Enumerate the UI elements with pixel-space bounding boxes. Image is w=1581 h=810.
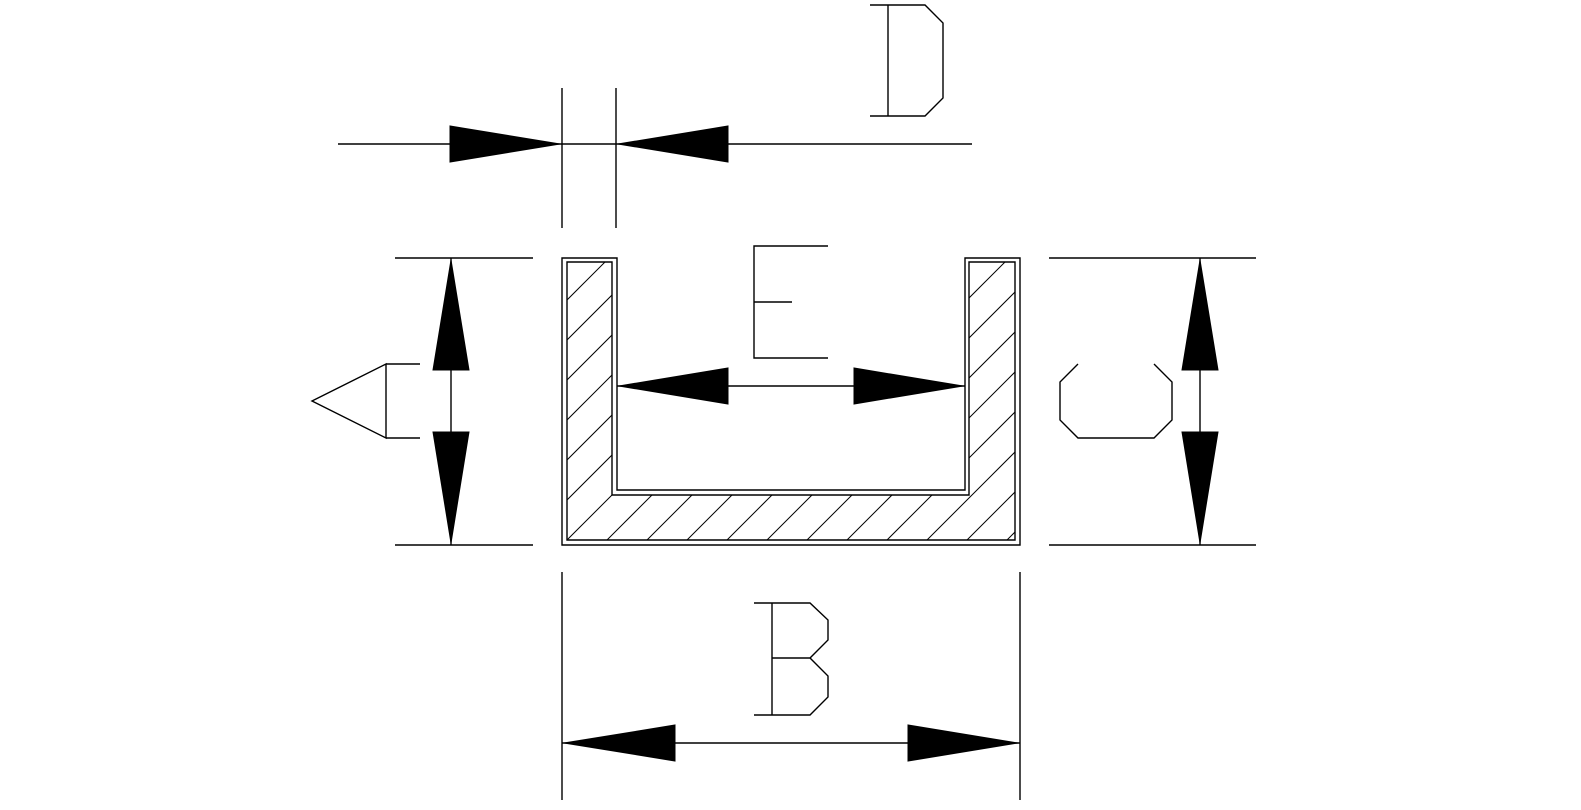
arrowhead-right xyxy=(907,724,1019,762)
arrowhead-right xyxy=(449,125,561,163)
label-c: C xyxy=(1110,400,1111,402)
label-b: B xyxy=(790,659,791,661)
hatch-line xyxy=(801,262,1015,540)
label-d-glyph xyxy=(870,4,944,117)
dimension-d: D xyxy=(338,4,972,228)
hatch-line xyxy=(0,250,57,545)
hatch-line xyxy=(761,262,1015,540)
hatch-line xyxy=(921,262,1015,540)
arrowhead-up xyxy=(1181,259,1219,371)
arrowhead-left xyxy=(563,724,676,762)
hatch-line xyxy=(242,250,537,545)
hatch-line xyxy=(0,250,257,545)
hatch-line xyxy=(0,250,177,545)
hatch-line xyxy=(881,262,1015,540)
label-e-glyph xyxy=(753,245,828,359)
label-b-glyph xyxy=(754,602,829,716)
label-a-glyph xyxy=(310,362,420,440)
label-c-glyph xyxy=(1059,363,1173,439)
hatch-line xyxy=(0,250,217,545)
dimension-c: C xyxy=(1049,257,1256,546)
arrowhead-down xyxy=(432,431,470,544)
hatch-line xyxy=(841,262,1015,540)
arrowhead-up xyxy=(432,259,470,371)
arrowhead-left xyxy=(617,125,729,163)
hatch-line xyxy=(567,262,658,540)
hatch-line xyxy=(0,250,137,545)
channel-inner-outline xyxy=(566,261,1016,541)
hatch-line xyxy=(1082,250,1377,545)
label-a: A xyxy=(380,399,381,402)
arrowhead-right xyxy=(853,367,964,405)
hatch-line xyxy=(0,250,97,545)
dimension-e: E xyxy=(617,245,965,405)
hatch-line xyxy=(0,250,17,545)
hatch-line xyxy=(162,250,457,545)
dimension-b: B xyxy=(561,572,1021,800)
arrowhead-left xyxy=(618,367,729,405)
hatch-line xyxy=(567,262,618,540)
arrowhead-down xyxy=(1181,431,1219,544)
hatch-line xyxy=(601,262,898,540)
hatch-line xyxy=(961,262,1015,540)
dimension-a: A xyxy=(310,257,533,546)
channel-outer-outline xyxy=(561,257,1021,546)
label-d: D xyxy=(905,59,906,61)
hatch-line xyxy=(122,250,417,545)
hatch-line xyxy=(1001,262,1015,540)
hatch-line xyxy=(567,262,818,540)
hatch-line xyxy=(82,250,377,545)
hatch-line xyxy=(567,262,578,540)
hatch-line xyxy=(567,262,778,540)
hatch-line xyxy=(42,250,337,545)
hatch-line xyxy=(1042,250,1337,545)
hatch-line xyxy=(2,250,297,545)
